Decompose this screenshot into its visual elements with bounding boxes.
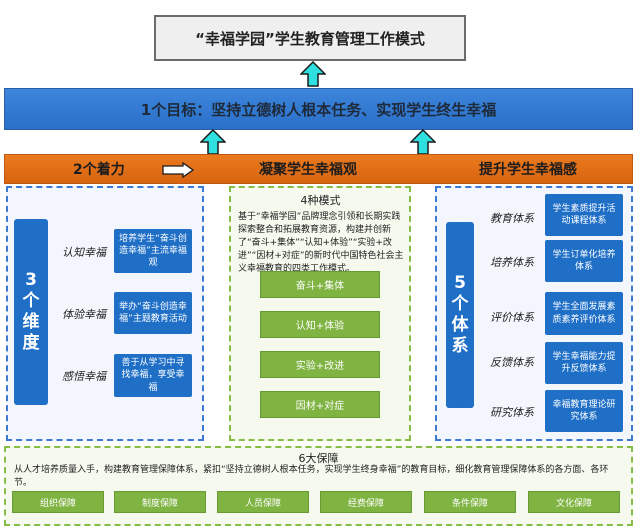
dimensions-heading-char: 度 [22,333,40,354]
dimension-label: 感悟幸福 [62,370,106,383]
system-label: 培养体系 [490,256,534,269]
system-card: 学生订单化培养体系 [545,240,623,282]
systems-heading-char: 体 [451,315,469,335]
guarantee-item: 条件保障 [424,491,516,513]
guarantees-description: 从人才培养质量入手，构建教育管理保障体系，紧扣“坚持立德树人根本任务，实现学生终… [14,465,609,488]
system-label: 研究体系 [490,406,534,419]
modes-title: 4种模式 [300,194,341,207]
mode-item: 实验+改进 [260,351,380,378]
up-arrow-icon [200,129,226,155]
systems-heading: 5 个 体 系 [446,222,474,408]
system-label: 教育体系 [490,212,534,225]
guarantee-item: 人员保障 [217,491,309,513]
guarantee-item: 制度保障 [114,491,206,513]
dimension-card: 善于从学习中寻找幸福，享受幸福 [114,354,192,397]
guarantees-title: 6大保障 [298,452,339,465]
dimension-label: 体验幸福 [62,308,106,321]
dimensions-heading-char: 个 [22,290,40,311]
mode-item: 奋斗+集体 [260,271,380,298]
dimension-card: 举办“奋斗创造幸福”主题教育活动 [114,292,192,334]
focus-center-label: 凝聚学生幸福观 [259,162,357,178]
mode-item: 因材+对症 [260,391,380,418]
dimension-card: 培养学生“奋斗创造幸福”主流幸福观 [114,229,192,273]
guarantee-item: 文化保障 [528,491,620,513]
systems-heading-char: 个 [451,293,469,314]
guarantee-item: 组织保障 [12,491,104,513]
dimension-label: 认知幸福 [62,246,106,259]
systems-heading-char: 系 [451,336,469,357]
focus-right-label: 提升学生幸福感 [479,162,577,178]
right-arrow-icon [162,162,195,178]
dimensions-heading: 3 个 维 度 [14,219,48,405]
focus-label: 2个着力 [73,162,125,178]
guarantee-item: 经费保障 [320,491,412,513]
modes-description: 基于“幸福学园”品牌理念引领和长期实践探索整合和拓展教育资源，构建并创新了“奋斗… [238,212,404,275]
up-arrow-icon [410,129,436,155]
system-card: 学生素质提升活动课程体系 [545,194,623,236]
system-card: 学生全面发展素质素养评价体系 [545,292,623,335]
dimensions-heading-char: 维 [22,312,40,332]
system-label: 反馈体系 [490,356,534,369]
system-label: 评价体系 [490,311,534,324]
systems-heading-num: 5 [454,272,466,293]
system-card: 学生幸福能力提升反馈体系 [545,342,623,384]
diagram-title: “幸福学园”学生教育管理工作模式 [154,15,466,61]
system-card: 幸福教育理论研究体系 [545,390,623,432]
goal-bar: 1个目标：坚持立德树人根本任务、实现学生终生幸福 [4,88,633,130]
up-arrow-icon [300,61,326,87]
mode-item: 认知+体验 [260,311,380,338]
dimensions-heading-num: 3 [25,269,37,290]
focus-bar: 2个着力 凝聚学生幸福观 提升学生幸福感 [4,154,633,184]
